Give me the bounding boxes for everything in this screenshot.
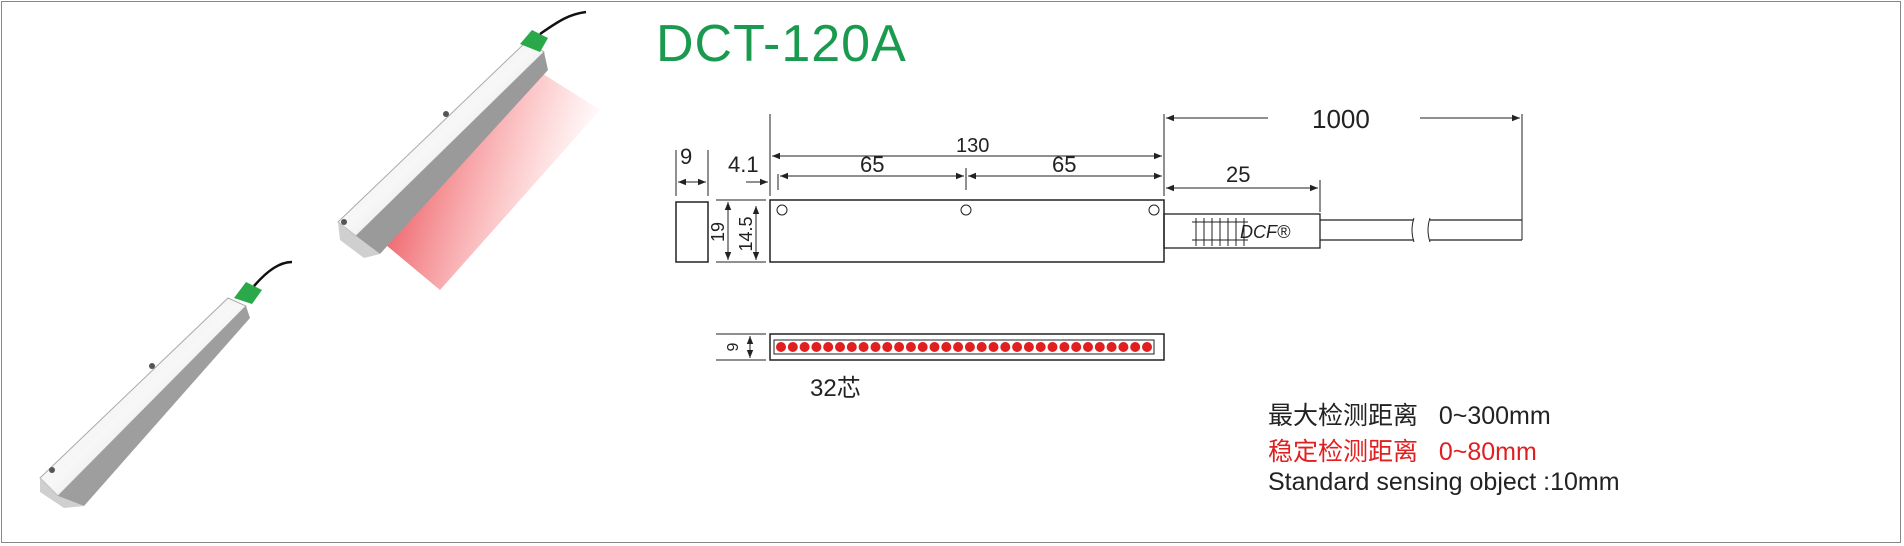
sensor-photo-bottom	[39, 260, 293, 508]
mount-hole	[776, 204, 788, 216]
connector	[1163, 213, 1321, 249]
dim-connector-length: 25	[1226, 162, 1250, 187]
led-emitter	[787, 342, 798, 352]
side-view	[675, 201, 709, 263]
led-emitter	[894, 342, 905, 352]
dim-offset: 4.1	[728, 152, 759, 177]
model-title: DCT-120A	[656, 15, 907, 73]
dim-inner-height: 14.5	[736, 216, 756, 251]
mount-hole	[1148, 204, 1160, 216]
led-emitter	[858, 342, 869, 352]
spec-stable-distance: 稳定检测距离 0~80mm	[1268, 438, 1537, 466]
led-emitter	[1118, 342, 1129, 352]
led-emitter	[1012, 342, 1023, 352]
dim-half-right: 65	[1052, 152, 1076, 177]
mount-hole	[960, 204, 972, 216]
led-emitter	[835, 342, 845, 352]
dim-cable-length: 1000	[1312, 104, 1370, 134]
led-emitter	[941, 342, 952, 352]
led-emitter	[811, 342, 822, 352]
led-emitter	[953, 342, 964, 352]
dim-side-width: 9	[680, 144, 692, 169]
dim-total-length: 130	[956, 135, 989, 157]
dim-half-left: 65	[860, 152, 884, 177]
emitter-cores-label: 32芯	[810, 375, 861, 402]
dim-height: 19	[708, 222, 728, 242]
emitter-view	[769, 333, 1165, 361]
led-emitter	[799, 342, 810, 352]
spec-max-distance: 最大检测距离 0~300mm	[1268, 402, 1551, 430]
led-emitter	[1106, 342, 1117, 352]
led-emitter	[776, 342, 786, 352]
led-emitter	[917, 342, 928, 352]
led-emitter	[870, 342, 881, 352]
led-emitter	[1000, 342, 1011, 352]
led-emitter	[905, 342, 916, 352]
led-emitter	[1071, 342, 1082, 352]
led-emitter	[846, 342, 857, 352]
led-emitter	[823, 342, 834, 352]
led-emitter	[988, 342, 999, 352]
led-row	[776, 342, 1152, 352]
led-emitter	[882, 342, 893, 352]
led-emitter	[1059, 342, 1070, 352]
led-emitter	[1094, 342, 1105, 352]
dim-emitter-height: 9	[725, 342, 742, 351]
front-view-body	[769, 199, 1165, 263]
sensor-photo-top	[337, 10, 600, 290]
led-emitter	[1047, 342, 1058, 352]
led-emitter	[976, 342, 987, 352]
led-emitter	[1130, 342, 1141, 352]
led-emitter	[929, 342, 940, 352]
spec-standard-object: Standard sensing object :10mm	[1268, 468, 1620, 496]
led-emitter	[964, 342, 975, 352]
led-emitter	[1083, 342, 1093, 352]
led-emitter	[1142, 342, 1152, 352]
led-emitter	[1023, 342, 1034, 352]
brand-logo: DCF®	[1240, 222, 1291, 242]
led-emitter	[1035, 342, 1046, 352]
